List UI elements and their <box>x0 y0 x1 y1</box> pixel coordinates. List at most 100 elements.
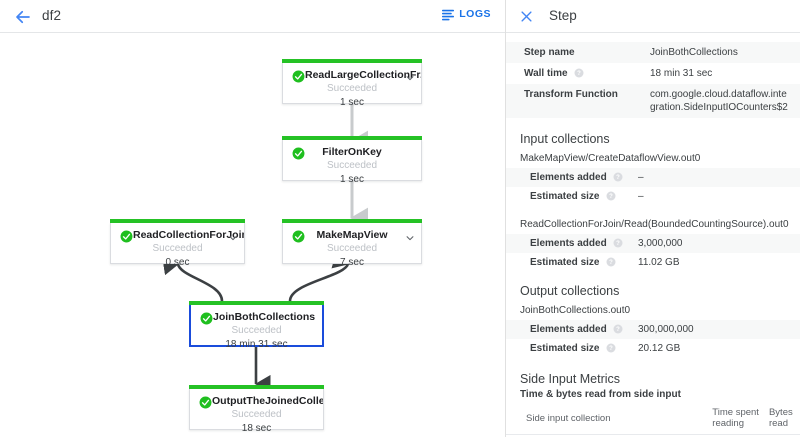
svg-text:?: ? <box>577 71 581 77</box>
row-value: 300,000,000 <box>638 324 694 335</box>
row-key: Elements added ? <box>506 320 638 339</box>
collection-name: JoinBothCollections.out0 <box>520 305 631 316</box>
check-circle-icon <box>292 230 305 243</box>
graph-edges <box>162 104 369 394</box>
chevron-down-icon[interactable] <box>405 70 415 81</box>
table-row: Estimated size ? 11.02 GB <box>506 253 800 272</box>
check-circle-icon <box>199 396 212 409</box>
node-status-bar <box>189 385 324 389</box>
logs-button[interactable]: LOGS <box>442 8 491 21</box>
table-row: Elements added ? – <box>506 168 800 187</box>
help-icon[interactable]: ? <box>606 257 616 267</box>
side-input-metrics-heading: Side Input Metrics <box>520 372 621 386</box>
page-title: df2 <box>42 8 62 23</box>
chevron-down-icon[interactable] <box>405 230 415 241</box>
node-status-bar <box>282 136 422 140</box>
row-key: Wall time ? <box>506 63 650 84</box>
node-title: ReadLargeCollectionFr... <box>305 69 421 81</box>
graph-node-join-both-collections[interactable]: JoinBothCollections Succeeded 18 min 31 … <box>189 301 324 350</box>
node-status: Succeeded <box>326 160 378 171</box>
row-value: 3,000,000 <box>638 238 683 249</box>
svg-text:?: ? <box>609 260 613 266</box>
node-title: FilterOnKey <box>322 146 382 158</box>
svg-text:?: ? <box>617 175 621 181</box>
panel-header: Step <box>506 0 800 33</box>
row-key: Elements added ? <box>506 168 638 187</box>
top-bar: df2 LOGS <box>0 0 505 33</box>
side-input-metrics-subheading: Time & bytes read from side input <box>520 389 681 400</box>
cell-time-spent-reading: 10 min 3 sec <box>712 434 769 437</box>
check-circle-icon <box>292 70 305 83</box>
node-status: Succeeded <box>152 243 203 254</box>
collection-name: ReadCollectionForJoin/Read(BoundedCounti… <box>520 219 789 230</box>
node-status: Succeeded <box>326 243 378 254</box>
row-key-label: Elements added <box>530 324 607 335</box>
job-graph-canvas[interactable]: ReadLargeCollectionFr... Succeeded 1 sec… <box>0 33 505 437</box>
logs-button-label: LOGS <box>459 8 491 20</box>
help-icon[interactable]: ? <box>613 324 623 334</box>
side-input-metrics-table: Side input collection Time spent reading… <box>506 405 800 437</box>
node-title: ReadCollectionForJoin <box>133 229 244 241</box>
table-row: Estimated size ? – <box>506 187 800 206</box>
row-key: Transform Function <box>524 89 618 100</box>
node-status: Succeeded <box>326 83 378 94</box>
collection-name: MakeMapView/CreateDataflowView.out0 <box>520 153 701 164</box>
table-row: Estimated size ? 20.12 GB <box>506 339 800 358</box>
node-time: 18 sec <box>241 423 272 434</box>
svg-text:?: ? <box>617 241 621 247</box>
node-title: MakeMapView <box>316 229 388 241</box>
row-value: – <box>638 191 644 202</box>
help-icon[interactable]: ? <box>613 172 623 182</box>
node-status-bar <box>282 219 422 223</box>
row-value: 18 min 31 sec <box>650 68 713 79</box>
graph-node-make-map-view[interactable]: MakeMapView Succeeded 7 sec <box>282 219 422 268</box>
row-key: Estimated size ? <box>506 253 638 272</box>
help-icon[interactable]: ? <box>613 238 623 248</box>
svg-text:?: ? <box>617 327 621 333</box>
node-status: Succeeded <box>231 325 282 336</box>
step-details-panel: Step Step name JoinBothCollections Wall … <box>505 0 800 437</box>
node-status-bar <box>189 301 324 305</box>
row-key-label: Elements added <box>530 238 607 249</box>
panel-scroll-area[interactable]: Step name JoinBothCollections Wall time … <box>506 34 800 437</box>
help-icon[interactable]: ? <box>606 343 616 353</box>
close-icon[interactable] <box>519 9 534 24</box>
output-collections-heading: Output collections <box>520 284 620 298</box>
table-row: Elements added ? 300,000,000 <box>506 320 800 339</box>
help-icon[interactable]: ? <box>574 68 584 78</box>
input-collection-metrics-0: Elements added ? – Estimated size ? <box>506 168 800 206</box>
table-header-row: Side input collection Time spent reading… <box>506 405 800 435</box>
row-key-label: Wall time <box>524 68 568 79</box>
row-value: – <box>638 172 644 183</box>
row-key: Estimated size ? <box>506 339 638 358</box>
input-collection-metrics-1: Elements added ? 3,000,000 Estimated siz… <box>506 234 800 272</box>
graph-node-read-collection-for-join[interactable]: ReadCollectionForJoin Succeeded 0 sec <box>110 219 245 268</box>
input-collections-heading: Input collections <box>520 132 610 146</box>
logs-icon <box>442 8 455 21</box>
output-collection-metrics-0: Elements added ? 300,000,000 Estimated s… <box>506 320 800 358</box>
chevron-down-icon[interactable] <box>228 230 238 241</box>
graph-node-output-the-joined-collection[interactable]: OutputTheJoinedCollec... Succeeded 18 se… <box>189 385 324 434</box>
node-time: 1 sec <box>340 97 364 108</box>
check-circle-icon <box>200 312 213 325</box>
column-header-bytes-read: Bytes read <box>768 405 800 435</box>
graph-node-filter-on-key[interactable]: FilterOnKey Succeeded 1 sec <box>282 136 422 185</box>
check-circle-icon <box>292 147 305 160</box>
row-value: 11.02 GB <box>638 257 680 268</box>
table-row: Step name JoinBothCollections <box>506 42 800 63</box>
node-time: 7 sec <box>340 257 364 268</box>
table-row: Transform Function com.google.cloud.data… <box>506 84 800 118</box>
table-row: MakeMapView/CreateDataflowView.out0 10 m… <box>506 434 800 437</box>
cell-bytes-read: 10.14 GB <box>768 434 800 437</box>
graph-node-read-large-collection[interactable]: ReadLargeCollectionFr... Succeeded 1 sec <box>282 59 422 108</box>
node-title: OutputTheJoinedCollec... <box>212 395 323 407</box>
row-key: Elements added ? <box>506 234 638 253</box>
table-row: Wall time ? 18 min 31 sec <box>506 63 800 84</box>
check-circle-icon <box>120 230 133 243</box>
row-key-label: Elements added <box>530 172 607 183</box>
row-value: com.google.cloud.dataflow.integration.Si… <box>650 89 788 113</box>
column-header-time-spent-reading: Time spent reading <box>712 405 769 435</box>
help-icon[interactable]: ? <box>606 191 616 201</box>
back-arrow-icon[interactable] <box>14 8 32 26</box>
